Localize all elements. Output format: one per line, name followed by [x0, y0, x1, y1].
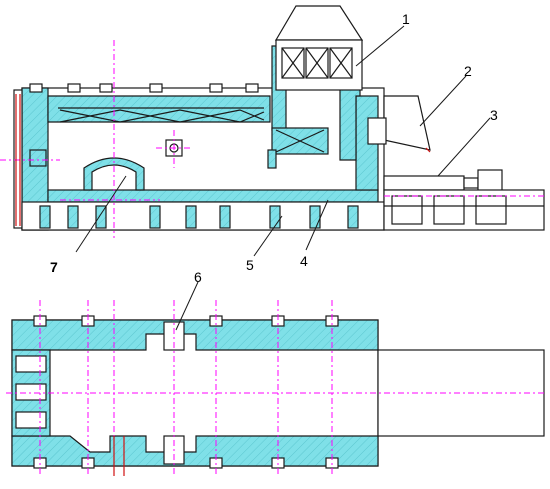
plan-bottom-wall: [11, 435, 379, 467]
cylinder-rod-end: [463, 177, 479, 189]
centerlines-plan: [6, 300, 546, 476]
left-end-plate: [13, 89, 23, 229]
roof-bolts: [29, 83, 259, 93]
callout-5: 5: [246, 257, 254, 273]
red-markers-top: [15, 94, 431, 226]
callout-2: 2: [464, 63, 472, 79]
center-hole-top: [163, 321, 185, 351]
plan-top-wall: [11, 319, 379, 351]
plan-left-ports: [15, 355, 47, 429]
cylinder-motor: [477, 169, 503, 193]
callout-4: 4: [300, 253, 308, 269]
leader-lines: [75, 25, 491, 331]
hood-cross-panels: [281, 47, 353, 79]
callout-1: 1: [402, 11, 410, 27]
burner-stem: [267, 149, 277, 169]
callout-6: 6: [194, 269, 202, 285]
cylinder-body: [383, 175, 465, 191]
base-ribs: [39, 205, 359, 229]
exhaust-hood: [274, 5, 364, 41]
callout-labels: 1 2 3 4 5 6 7: [50, 11, 498, 285]
roof-cross-lines-2: [59, 109, 265, 123]
arch-insert: [83, 157, 145, 191]
plan-track: [377, 349, 545, 437]
red-markers-plan: [113, 436, 125, 476]
callout-7: 7: [50, 259, 58, 275]
centerlines-top: [0, 40, 546, 238]
roof-cross-lines: [59, 109, 265, 123]
rail-ribs: [384, 195, 544, 225]
left-port: [29, 149, 47, 167]
side-elevation-view: [13, 5, 545, 231]
door-bracket: [367, 117, 387, 145]
callout-3: 3: [490, 107, 498, 123]
